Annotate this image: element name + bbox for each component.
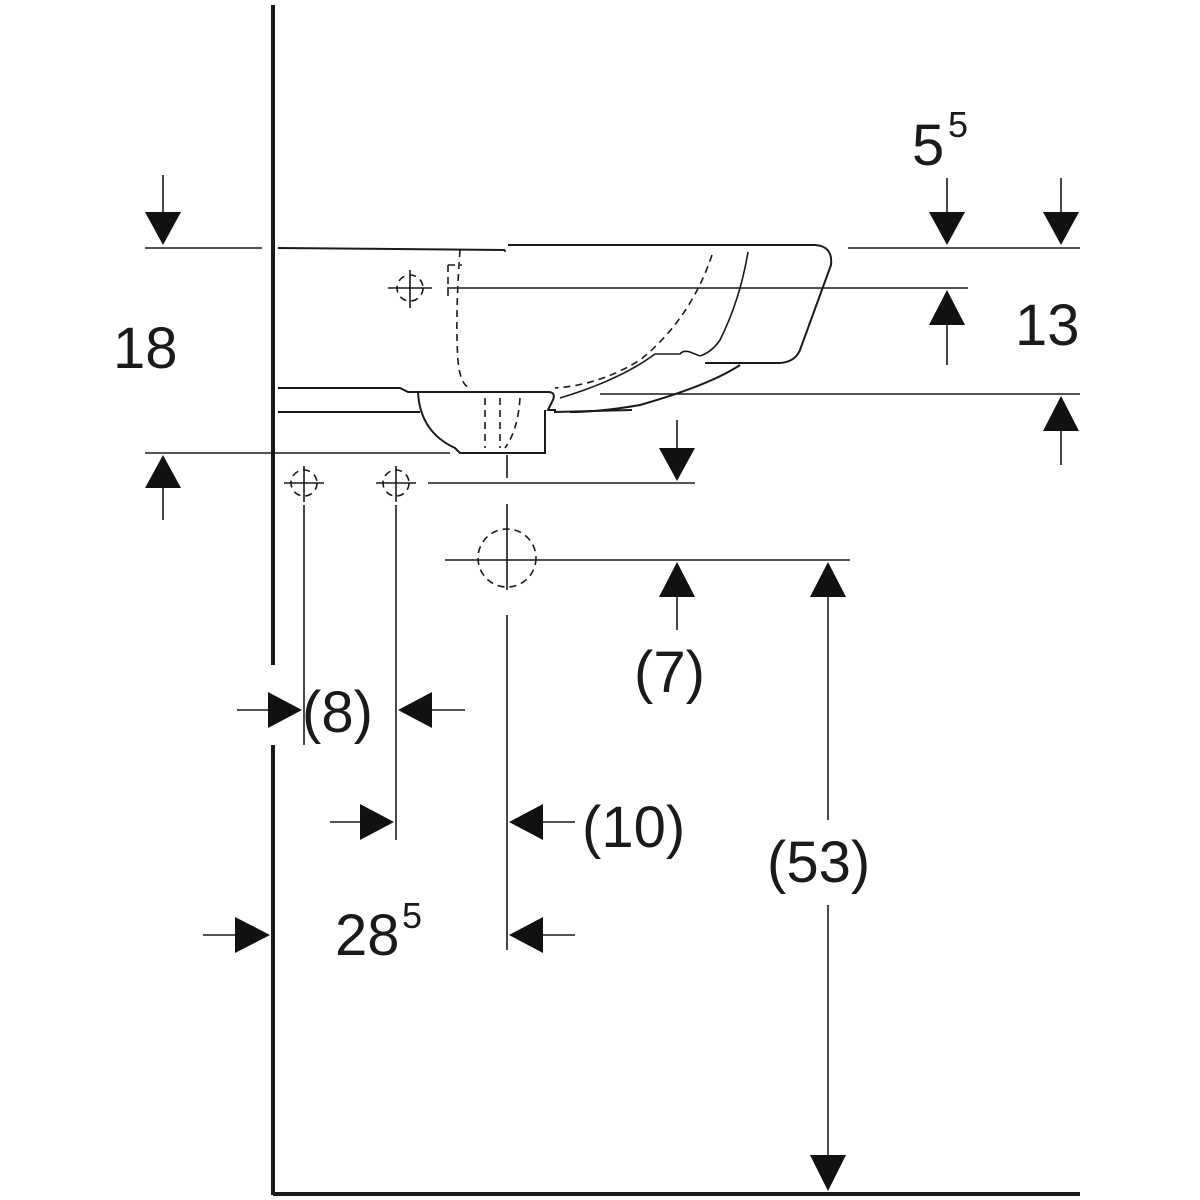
trap-hidden-lines (484, 397, 521, 449)
wall-and-floor (271, 5, 1080, 1196)
label-rim-5-5-sup: 5 (948, 104, 968, 145)
basin-inner-curve (699, 251, 749, 357)
fixing-hole-crosshair-left (284, 466, 324, 502)
label-rim-5-5-base: 5 (912, 113, 944, 178)
basin-outline (277, 244, 833, 454)
label-wall-to-drain-28-5-sup: 5 (402, 895, 422, 936)
label-height-13: 13 (1015, 293, 1080, 358)
label-drain-offset-10: (10) (582, 795, 685, 860)
dimension-arrows (145, 175, 1079, 1191)
basin-top-rim (277, 244, 833, 364)
label-tap-offset-8: (8) (302, 680, 373, 745)
extension-lines (145, 247, 1080, 950)
basin-hidden-bowl (456, 249, 713, 389)
label-floor-height-53: (53) (767, 830, 870, 895)
drain-outlet-circle (477, 455, 537, 590)
basin-bottom-shelf (278, 387, 633, 414)
basin-underside (569, 364, 741, 413)
label-height-18: 18 (113, 316, 178, 381)
dimension-labels: 18 13 5 5 (8) (10) (7) (53) 28 5 (113, 104, 1080, 968)
basin-overflow-edge (559, 350, 701, 399)
label-drain-drop-7: (7) (634, 640, 705, 705)
tap-hole-crosshair-upper (388, 270, 432, 308)
basin-trap (417, 391, 546, 454)
label-wall-to-drain-28-5-base: 28 (335, 903, 400, 968)
tap-hole-hidden (447, 264, 462, 300)
fixing-hole-crosshair-right (376, 466, 416, 502)
